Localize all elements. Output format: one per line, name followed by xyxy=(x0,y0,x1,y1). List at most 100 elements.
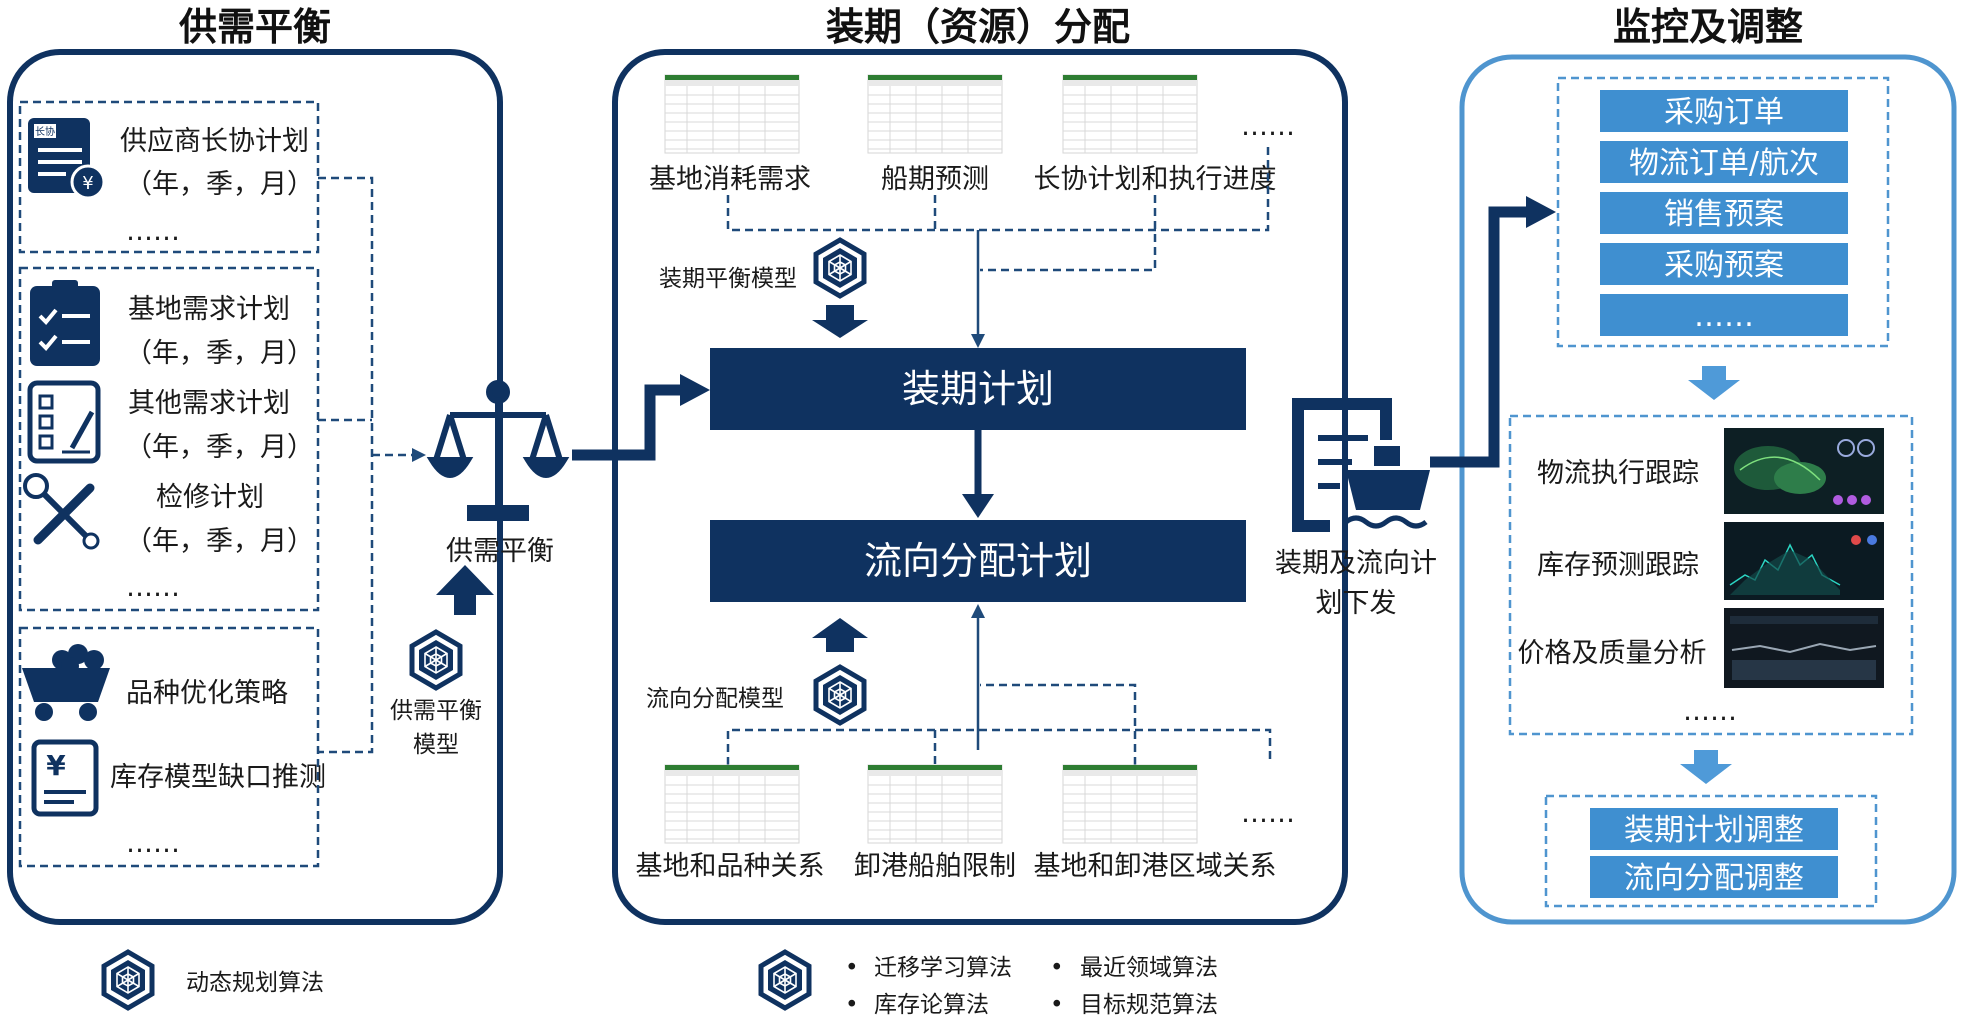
balance-scale-icon xyxy=(426,380,570,521)
loading-plan-label: 装期计划 xyxy=(902,367,1054,411)
order-item-3 xyxy=(1600,192,1848,234)
legend-transfer-learning: 迁移学习算法 xyxy=(874,955,1012,981)
inventory-document-icon: ¥ xyxy=(31,739,99,817)
adjust-item-1 xyxy=(1590,808,1838,850)
price-quality-thumbnail xyxy=(1724,608,1884,688)
legend-bullet-1: • xyxy=(845,955,859,981)
flow-model-label: 流向分配模型 xyxy=(646,686,784,712)
order-item-3-label: 销售预案 xyxy=(1664,197,1784,232)
balance-to-plan-arrow xyxy=(572,384,682,461)
loading-model-hex-icon xyxy=(816,240,864,296)
legend-goal-norm: 目标规范算法 xyxy=(1080,992,1218,1018)
algorithms-hex-icon xyxy=(761,952,809,1008)
top-input-1: 基地消耗需求 xyxy=(649,164,811,195)
form-edit-icon xyxy=(27,380,101,464)
top-dashed-connectors xyxy=(726,145,1270,272)
sheet-thumb-port-limit xyxy=(867,764,1003,844)
legend-bullet-3: • xyxy=(845,992,859,1018)
section-title-supply-demand: 供需平衡 xyxy=(179,5,331,49)
bottom-dashed-connectors xyxy=(726,683,1272,765)
bottom-input-2: 卸港船舶限制 xyxy=(854,851,1016,882)
dynamic-programming-label: 动态规划算法 xyxy=(186,970,324,996)
dispatch-to-orders-arrowhead xyxy=(1526,196,1556,228)
sheet-thumb-base-port-area xyxy=(1062,764,1198,844)
legend-bullet-4: • xyxy=(1050,992,1064,1018)
group2-ellipsis: …… xyxy=(126,572,180,603)
right-panel xyxy=(1459,54,1957,925)
balance-to-plan-arrowhead xyxy=(680,374,710,406)
adjust-item-2 xyxy=(1590,856,1838,898)
inventory-forecast-thumbnail xyxy=(1724,522,1884,600)
bottom-input-1: 基地和品种关系 xyxy=(636,851,825,882)
tracking-item-1-label: 物流执行跟踪 xyxy=(1537,458,1699,489)
tracking-item-3-label: 价格及质量分析 xyxy=(1518,638,1707,669)
left-dashed-connectors xyxy=(318,176,412,754)
loading-model-down-arrow xyxy=(812,305,868,338)
maintenance-plan-period: （年，季，月） xyxy=(125,526,314,557)
tracking-item-2-label: 库存预测跟踪 xyxy=(1537,550,1699,581)
inventory-gap-label: 库存模型缺口推测 xyxy=(110,762,326,793)
order-item-5-label: …… xyxy=(1694,299,1754,334)
maintenance-plan-label: 检修计划 xyxy=(156,482,264,513)
tracking-down-arrow xyxy=(1680,750,1732,784)
order-item-2-label: 物流订单/航次 xyxy=(1629,146,1819,181)
checklist-icon xyxy=(30,280,100,366)
logistics-dashboard-thumbnail xyxy=(1724,428,1884,514)
group1-ellipsis: …… xyxy=(126,216,180,247)
order-item-1-label: 采购订单 xyxy=(1664,95,1784,130)
tracking-ellipsis: …… xyxy=(1683,696,1737,727)
svg-text:¥: ¥ xyxy=(46,749,66,782)
wrench-screwdriver-icon xyxy=(23,473,100,550)
base-demand-label: 基地需求计划 xyxy=(128,294,290,325)
sheet-thumb-contract-progress xyxy=(1062,74,1198,154)
adjust-item-1-label: 装期计划调整 xyxy=(1624,813,1804,848)
balance-up-arrow xyxy=(436,565,494,615)
sheet-thumb-consumption xyxy=(664,74,800,154)
top-inputs-ellipsis: …… xyxy=(1241,111,1295,142)
dynamic-programming-hex-icon xyxy=(104,952,152,1008)
dispatch-ship-document-icon xyxy=(1292,398,1430,532)
top-input-3: 长协计划和执行进度 xyxy=(1034,164,1277,195)
loading-model-label: 装期平衡模型 xyxy=(659,266,797,292)
left-group-strategy xyxy=(18,626,320,868)
dispatch-label-2: 划下发 xyxy=(1316,588,1397,619)
orders-down-arrow xyxy=(1688,366,1740,400)
balance-label: 供需平衡 xyxy=(446,536,554,567)
bottom-input-3: 基地和卸港区域关系 xyxy=(1034,851,1277,882)
balance-model-label-1: 供需平衡 xyxy=(390,698,482,724)
svg-text:¥: ¥ xyxy=(82,173,93,194)
base-demand-period: （年，季，月） xyxy=(125,338,314,369)
tracking-group xyxy=(1508,414,1914,736)
section-title-monitor: 监控及调整 xyxy=(1613,5,1803,49)
top-to-plan-arrowhead xyxy=(971,334,985,348)
group3-ellipsis: …… xyxy=(126,828,180,859)
order-item-2 xyxy=(1600,141,1848,183)
flow-plan-box xyxy=(710,520,1246,602)
flow-model-up-arrow xyxy=(812,618,868,652)
bottom-to-flow-arrowhead xyxy=(971,604,985,618)
legend-nearest-neighbor: 最近领域算法 xyxy=(1080,955,1218,981)
other-demand-period: （年，季，月） xyxy=(125,432,314,463)
adjust-item-2-label: 流向分配调整 xyxy=(1624,861,1804,896)
loading-plan-box xyxy=(710,348,1246,430)
variety-strategy-label: 品种优化策略 xyxy=(126,678,288,709)
balance-model-hex-icon xyxy=(412,632,460,688)
dispatch-label-1: 装期及流向计 xyxy=(1275,548,1437,579)
supplier-plan-label: 供应商长协计划 xyxy=(120,126,309,157)
order-item-1 xyxy=(1600,90,1848,132)
sheet-thumb-base-variety xyxy=(664,764,800,844)
flow-model-hex-icon xyxy=(816,667,864,723)
contract-document-icon: ¥ 长协 xyxy=(28,118,106,200)
supplier-plan-period: （年，季，月） xyxy=(125,169,314,200)
legend-bullet-2: • xyxy=(1050,955,1064,981)
contract-badge-text: 长协 xyxy=(35,125,55,138)
order-item-4-label: 采购预案 xyxy=(1664,248,1784,283)
center-panel xyxy=(612,49,1348,925)
legend-inventory-theory: 库存论算法 xyxy=(874,992,989,1018)
section-title-allocation: 装期（资源）分配 xyxy=(826,5,1130,49)
top-input-2: 船期预测 xyxy=(881,164,989,195)
adjust-group xyxy=(1544,794,1878,908)
balance-model-label-2: 模型 xyxy=(413,732,459,758)
left-group-supplier xyxy=(18,100,320,254)
